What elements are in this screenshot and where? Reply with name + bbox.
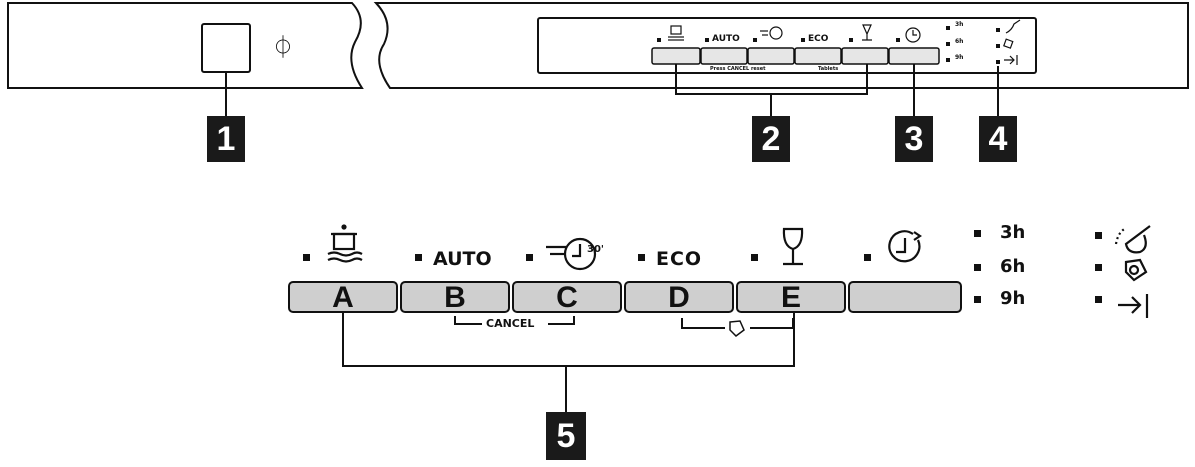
mini-panel-frame <box>537 17 1037 74</box>
big-button-e <box>736 281 846 313</box>
mini-indicator-d <box>801 38 805 42</box>
delay-6h: 6h <box>1000 256 1026 277</box>
mini-indicator-a <box>657 38 661 42</box>
button-b-letter[interactable]: B <box>444 281 466 314</box>
pots-pans-icon <box>327 224 363 263</box>
delay-timer-icon <box>888 230 922 263</box>
button-d-letter[interactable]: D <box>668 281 690 314</box>
eco-label: ECO <box>656 248 703 270</box>
mini-delay-6h: 6h <box>955 38 964 45</box>
mini-buttons <box>651 47 940 65</box>
end-indicator <box>1095 296 1102 303</box>
mini-indicator-b <box>705 38 709 42</box>
mini-quick-icon <box>769 26 783 40</box>
callout-3: 3 <box>895 116 933 162</box>
mini-ind-sq-1 <box>996 28 1000 32</box>
quick-30-icon <box>546 237 597 271</box>
mini-pots-icon <box>670 25 682 35</box>
big-button-b <box>400 281 510 313</box>
big-button-delay <box>848 281 962 313</box>
salt-indicator <box>1095 264 1102 271</box>
mini-indicator-c <box>753 38 757 42</box>
mini-delay-3h: 3h <box>955 21 964 28</box>
mini-indicator-e <box>849 38 853 42</box>
mini-delay-9h: 9h <box>955 54 964 61</box>
mini-glass-icon <box>862 24 872 41</box>
mini-ind-sq-3 <box>996 60 1000 64</box>
mini-button-b <box>700 47 748 65</box>
tablet-bracket-left <box>681 318 725 329</box>
rinse-aid-indicator <box>1095 232 1102 239</box>
big-buttons <box>288 281 962 313</box>
button-a-letter[interactable]: A <box>332 281 354 314</box>
mini-delay-sq-1 <box>946 26 950 30</box>
end-of-cycle-icon <box>1118 294 1149 318</box>
callout-4: 4 <box>979 116 1017 162</box>
mini-button-d <box>794 47 842 65</box>
callout-5: 5 <box>546 412 586 460</box>
power-symbol: ⏀ <box>272 36 295 61</box>
callout-1: 1 <box>207 116 245 162</box>
delay-9h: 9h <box>1000 288 1026 309</box>
wine-glass-icon <box>782 227 804 266</box>
mini-indicator-delay <box>896 38 900 42</box>
mini-button-c <box>747 47 795 65</box>
auto-label: AUTO <box>433 248 492 270</box>
mini-timer-icon <box>905 27 921 43</box>
delay-sq-6h <box>974 264 981 271</box>
mini-delay-sq-3 <box>946 58 950 62</box>
callout-2: 2 <box>752 116 790 162</box>
mini-ind-sq-2 <box>996 44 1000 48</box>
mini-delay-sq-2 <box>946 42 950 46</box>
top-strip-right <box>373 2 1189 89</box>
power-button-box <box>201 23 251 73</box>
button-e-letter[interactable]: E <box>780 281 801 314</box>
button-c-letter[interactable]: C <box>556 281 578 314</box>
mini-button-a <box>651 47 701 65</box>
cancel-bracket-left <box>454 316 482 325</box>
mini-end-icon <box>1004 55 1018 65</box>
delay-sq-3h <box>974 230 981 237</box>
bracket-2 <box>675 64 868 95</box>
indicator-d <box>638 254 645 261</box>
salt-tablet-icon <box>1124 258 1148 282</box>
cancel-bracket-right <box>548 316 575 325</box>
quick-30-text: 30' <box>587 244 604 255</box>
mini-cancel-text: Press CANCEL reset <box>710 66 766 72</box>
mini-rinse-icon <box>1005 19 1021 34</box>
mini-button-delay <box>888 47 940 65</box>
tablet-bracket-right <box>750 318 794 329</box>
indicator-delay <box>864 254 871 261</box>
delay-3h: 3h <box>1000 222 1026 243</box>
delay-sq-9h <box>974 296 981 303</box>
mini-button-e <box>841 47 889 65</box>
indicator-e <box>751 254 758 261</box>
mini-eco-label: ECO <box>808 34 829 44</box>
mini-auto-label: AUTO <box>712 34 740 44</box>
tablet-small-icon <box>729 320 745 337</box>
top-strip-left <box>7 1 364 89</box>
indicator-a <box>303 254 310 261</box>
indicator-b <box>415 254 422 261</box>
bracket-5 <box>342 312 795 367</box>
indicator-c <box>526 254 533 261</box>
rinse-aid-icon <box>1114 225 1151 254</box>
mini-salt-icon <box>1003 38 1014 49</box>
big-button-d <box>624 281 734 313</box>
cancel-label: CANCEL <box>486 317 535 330</box>
big-button-c <box>512 281 622 313</box>
mini-tablet-text: Tablets <box>818 66 839 72</box>
